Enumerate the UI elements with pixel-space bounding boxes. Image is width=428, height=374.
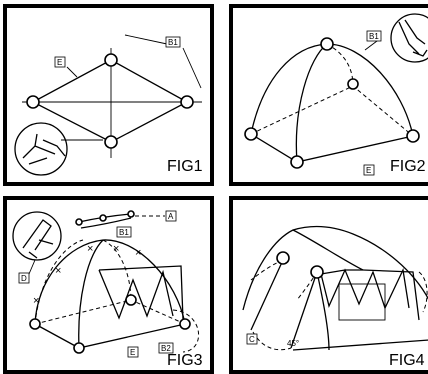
fig2-panel: B1 E FIG2 [229, 4, 428, 186]
fig1-label-b1: B1 [168, 38, 178, 47]
fig3-panel: A × × × × × D B1 B2 E FIG3 [3, 196, 214, 374]
fig4-label-c-box [246, 333, 258, 345]
svg-text:×: × [33, 295, 39, 307]
svg-text:×: × [87, 243, 93, 255]
fig1-label-b1-box [165, 36, 181, 48]
fig1-caption: FIG1 [167, 158, 203, 175]
fig4-angle: 45° [287, 339, 299, 348]
fig4-caption: FIG4 [389, 352, 425, 369]
fig3-label-d-box [18, 272, 30, 284]
fig3-caption: FIG3 [167, 352, 203, 369]
fig1-label-e-box [54, 56, 66, 68]
fig4-panel: 45° C FIG4 [229, 196, 428, 374]
fig2-caption: FIG2 [390, 158, 426, 175]
fig2-label-b1-box [366, 30, 382, 42]
fig3-label-e: E [130, 348, 135, 357]
fig3-label-e-box [127, 346, 139, 358]
fig3-label-b2-box [158, 342, 174, 354]
fig3-label-b1-box [116, 226, 132, 238]
fig3-label-a-box [165, 210, 177, 222]
fig1-drawing: E B1 [14, 34, 202, 176]
fig3-label-b2: B2 [161, 344, 171, 353]
fig3-label-b1: B1 [119, 228, 129, 237]
fig2-drawing: B1 E [244, 13, 428, 176]
fig3-label-d: D [21, 274, 27, 283]
fig3-label-a: A [168, 212, 174, 221]
svg-text:×: × [55, 265, 61, 277]
fig4-drawing: 45° C [242, 225, 428, 351]
svg-text:×: × [135, 247, 141, 259]
fig2-label-e-box [363, 164, 375, 176]
fig3-drawing: A × × × × × D B1 B2 E [12, 210, 199, 358]
fig2-label-e: E [366, 166, 371, 175]
fig2-label-b1: B1 [369, 32, 379, 41]
svg-text:×: × [113, 243, 119, 255]
fig4-label-c: C [249, 335, 255, 344]
fig1-label-e: E [57, 58, 62, 67]
fig1-panel: E B1 FIG1 [3, 4, 214, 186]
